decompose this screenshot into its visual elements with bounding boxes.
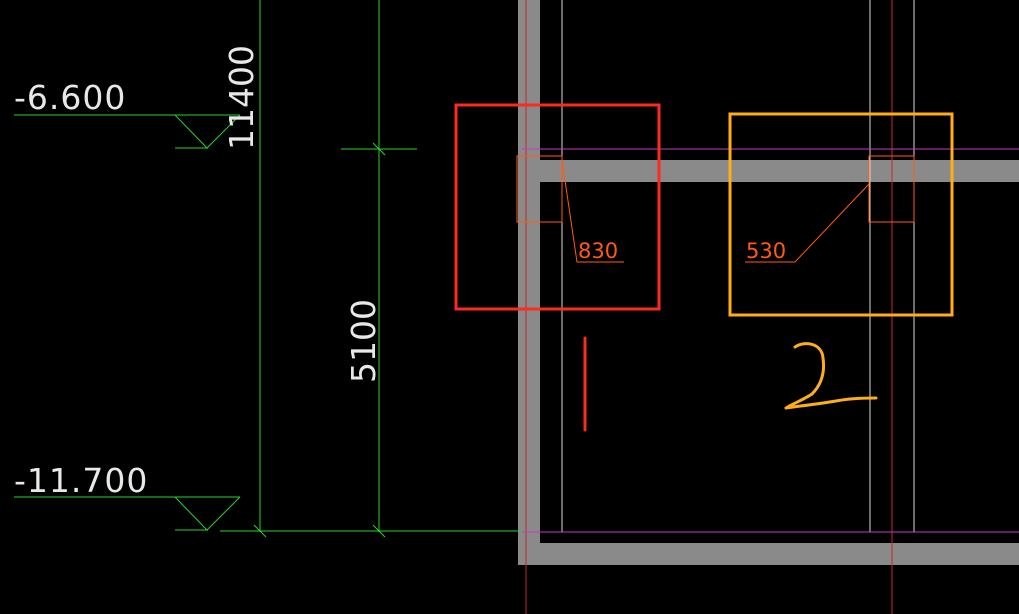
elevation-marker-top [14,114,241,149]
dim-tick-bottom-a [372,524,386,538]
wall-vertical [518,0,540,565]
dim-tick-top [372,142,386,156]
dimension-label-segment: 5100 [344,299,383,383]
hand-marker-right: 2 [784,342,878,410]
dimension-label-total: 11400 [222,45,261,150]
callout-label-left: 830 [578,239,618,263]
opening-rect-right [868,155,915,223]
dimension-lines [220,0,522,538]
leader-line-right [745,183,870,263]
callout-label-right: 530 [746,239,786,263]
dim-tick-bottom-b [253,524,267,538]
highlight-box-right [728,112,954,317]
highlight-box-left [454,103,661,311]
wall-outline [518,0,1019,565]
elevation-marker-bottom [14,496,241,531]
wall-horizontal-bottom [518,543,1019,565]
inner-lines [561,0,915,532]
wall-horizontal-top [518,160,1019,182]
hand-marker-left: 1 [583,336,587,432]
leader-line-left [561,159,624,263]
opening-rect-left [516,155,563,223]
detail-box-right: 530 [728,112,954,317]
axis-lines [525,0,893,614]
detail-box-left: 830 [454,103,661,311]
elevation-triangle-bottom [174,496,241,531]
elevation-label-bottom: -11.700 [14,461,148,500]
guide-lines [522,148,1019,533]
elevation-label-top: -6.600 [14,78,126,117]
handwritten-two-mark [784,342,878,410]
